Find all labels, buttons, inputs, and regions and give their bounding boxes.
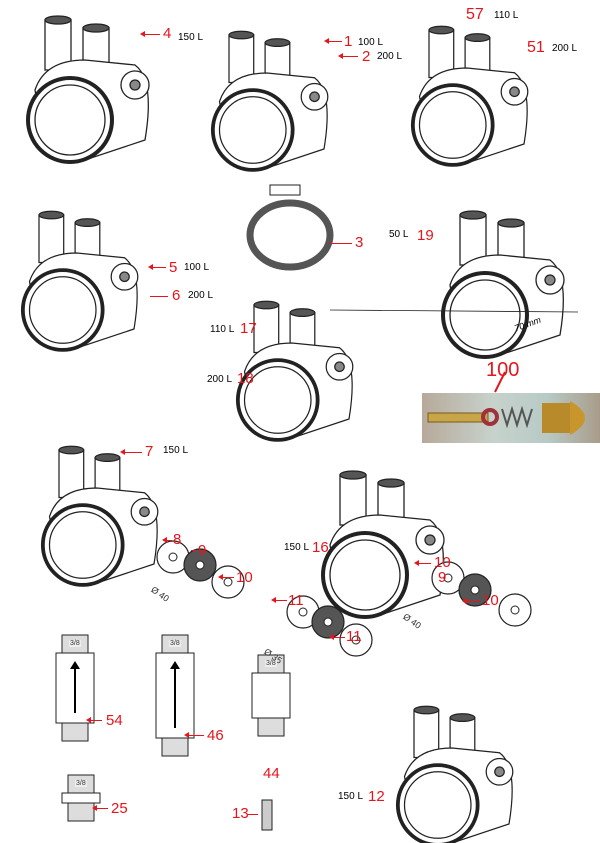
callout-10b: 10 [434,554,451,571]
callout-9: 9 [198,542,207,559]
thread-label-25: 3/8 [75,780,87,787]
cap-10-hole [223,577,233,587]
arrow-4 [140,31,160,37]
callout-10c: 10 [482,592,499,609]
callout-12: 12 [368,788,385,805]
callout-19: 19 [417,227,434,244]
arrow-8 [162,537,172,543]
callout-16: 16 [312,539,329,556]
callout-8: 8 [173,531,182,548]
arrow-1 [324,38,342,44]
callout-3: 3 [355,234,364,251]
arrow-46 [184,732,204,738]
capacity-7: 150 L [163,445,189,456]
callout-2: 2 [362,48,371,65]
arrow-10c [462,598,480,604]
pump-7 [40,445,159,587]
capacity-57: 110 L [494,10,519,21]
thread-label-44: 3/8 [265,660,277,667]
arrow-10 [218,574,234,580]
callout-9b: 9 [438,569,447,586]
arrow-7 [120,449,142,455]
pump-17-18 [235,300,354,442]
nipple-25-body [61,792,101,804]
pump-57-51 [410,25,529,167]
plate-10b-hole [443,573,453,583]
arrow-11 [271,597,287,603]
arrow-25 [92,805,108,811]
capacity-1: 100 L [358,37,384,48]
check-valve-54-arrowhead-icon [70,661,80,669]
pump-1-2 [210,30,329,172]
capacity-6: 200 L [188,290,214,301]
capacity-16: 150 L [284,542,310,553]
pump-12 [395,705,514,843]
pump-4 [26,15,150,164]
adapter-44-thread-bottom [257,717,285,737]
disc-9-hole [195,560,205,570]
pump-16 [321,470,445,619]
callout-46: 46 [207,727,224,744]
capacity-2: 200 L [377,51,403,62]
callout-51: 51 [527,39,545,56]
arrow-11b [329,634,345,640]
arrow-5 [148,264,166,270]
callout-57: 57 [466,6,484,23]
arrow-10b [414,560,431,566]
dimension-line [329,309,579,313]
cap-11-hole [351,635,361,645]
callout-25: 25 [111,800,128,817]
thread-label-54: 3/8 [69,640,81,647]
capacity-4: 150 L [178,32,204,43]
arrow-3 [330,243,352,244]
plate-8-hole [168,552,178,562]
callout-11b: 11 [346,628,362,645]
check-valve-46-arrowhead-icon [170,661,180,669]
arrow-13 [248,814,258,815]
callout-4: 4 [163,25,172,42]
leader-100 [494,371,506,393]
filter-13 [261,799,273,831]
arrow-54 [86,717,102,723]
clamp-screw [269,184,301,196]
callout-13: 13 [232,805,249,822]
callout-17: 17 [240,320,257,337]
capacity-5: 100 L [184,262,210,273]
callout-18: 18 [237,370,254,387]
callout-44: 44 [263,765,280,782]
callout-10: 10 [236,569,253,586]
nipple-25-thread-bottom [67,802,95,822]
thread-label-46: 3/8 [169,640,181,647]
capacity-19: 50 L [389,229,409,240]
arrow-2 [338,53,358,59]
callout-54: 54 [106,712,123,729]
capacity-17: 110 L [210,324,235,335]
adapter-44-body [251,672,291,719]
pump-19 [441,210,565,359]
callout-7: 7 [145,443,154,460]
capacity-51: 200 L [552,43,578,54]
callout-6: 6 [172,287,181,304]
callout-100: 100 [486,359,520,381]
valve-parts-photo [422,393,600,443]
callout-5: 5 [169,259,178,276]
callout-11: 11 [288,592,304,609]
pump-5-6 [20,210,139,352]
capacity-18: 200 L [207,374,233,385]
disc-11-hole [323,617,333,627]
clamp-3 [246,199,334,271]
callout-1: 1 [344,33,353,50]
cap-10c-hole [510,605,520,615]
plate-11-hole [298,607,308,617]
check-valve-54-thread-bottom [61,722,89,742]
arrow-6 [150,296,168,297]
disc-9b-hole [470,585,480,595]
arrow-9 [191,550,197,551]
check-valve-46-thread-bottom [161,737,189,757]
capacity-12: 150 L [338,791,364,802]
